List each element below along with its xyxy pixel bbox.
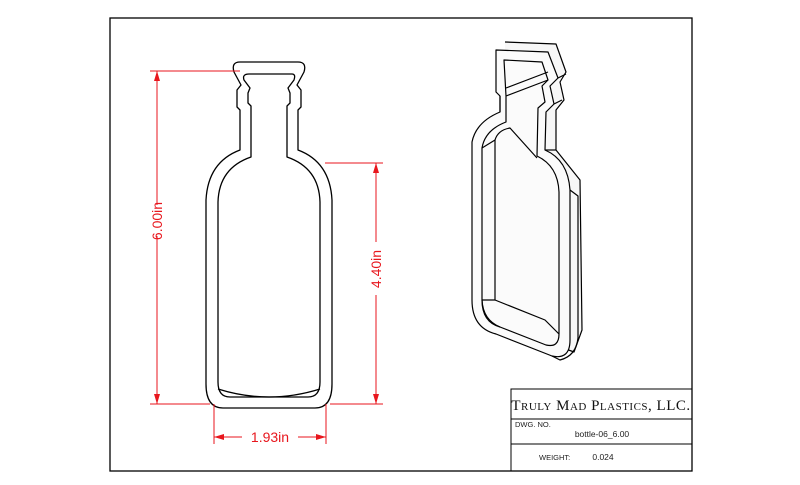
company-name: Truly Mad Plastics, LLC.	[511, 398, 690, 414]
dim-body-height: 4.40in	[368, 250, 384, 288]
dwg-no-label: DWG. NO.	[515, 420, 551, 429]
weight-label: WEIGHT:	[539, 453, 570, 462]
sheet-border	[109, 17, 693, 472]
dimension-lines	[150, 70, 383, 444]
dwg-no-value: bottle-06_6.00	[575, 429, 630, 439]
dim-overall-height: 6.00in	[149, 202, 165, 240]
weight-value: 0.024	[592, 452, 614, 462]
bottle-isometric-view	[471, 41, 583, 361]
dim-width: 1.93in	[251, 429, 289, 445]
bottle-front-view	[205, 61, 333, 409]
title-block	[510, 388, 693, 472]
